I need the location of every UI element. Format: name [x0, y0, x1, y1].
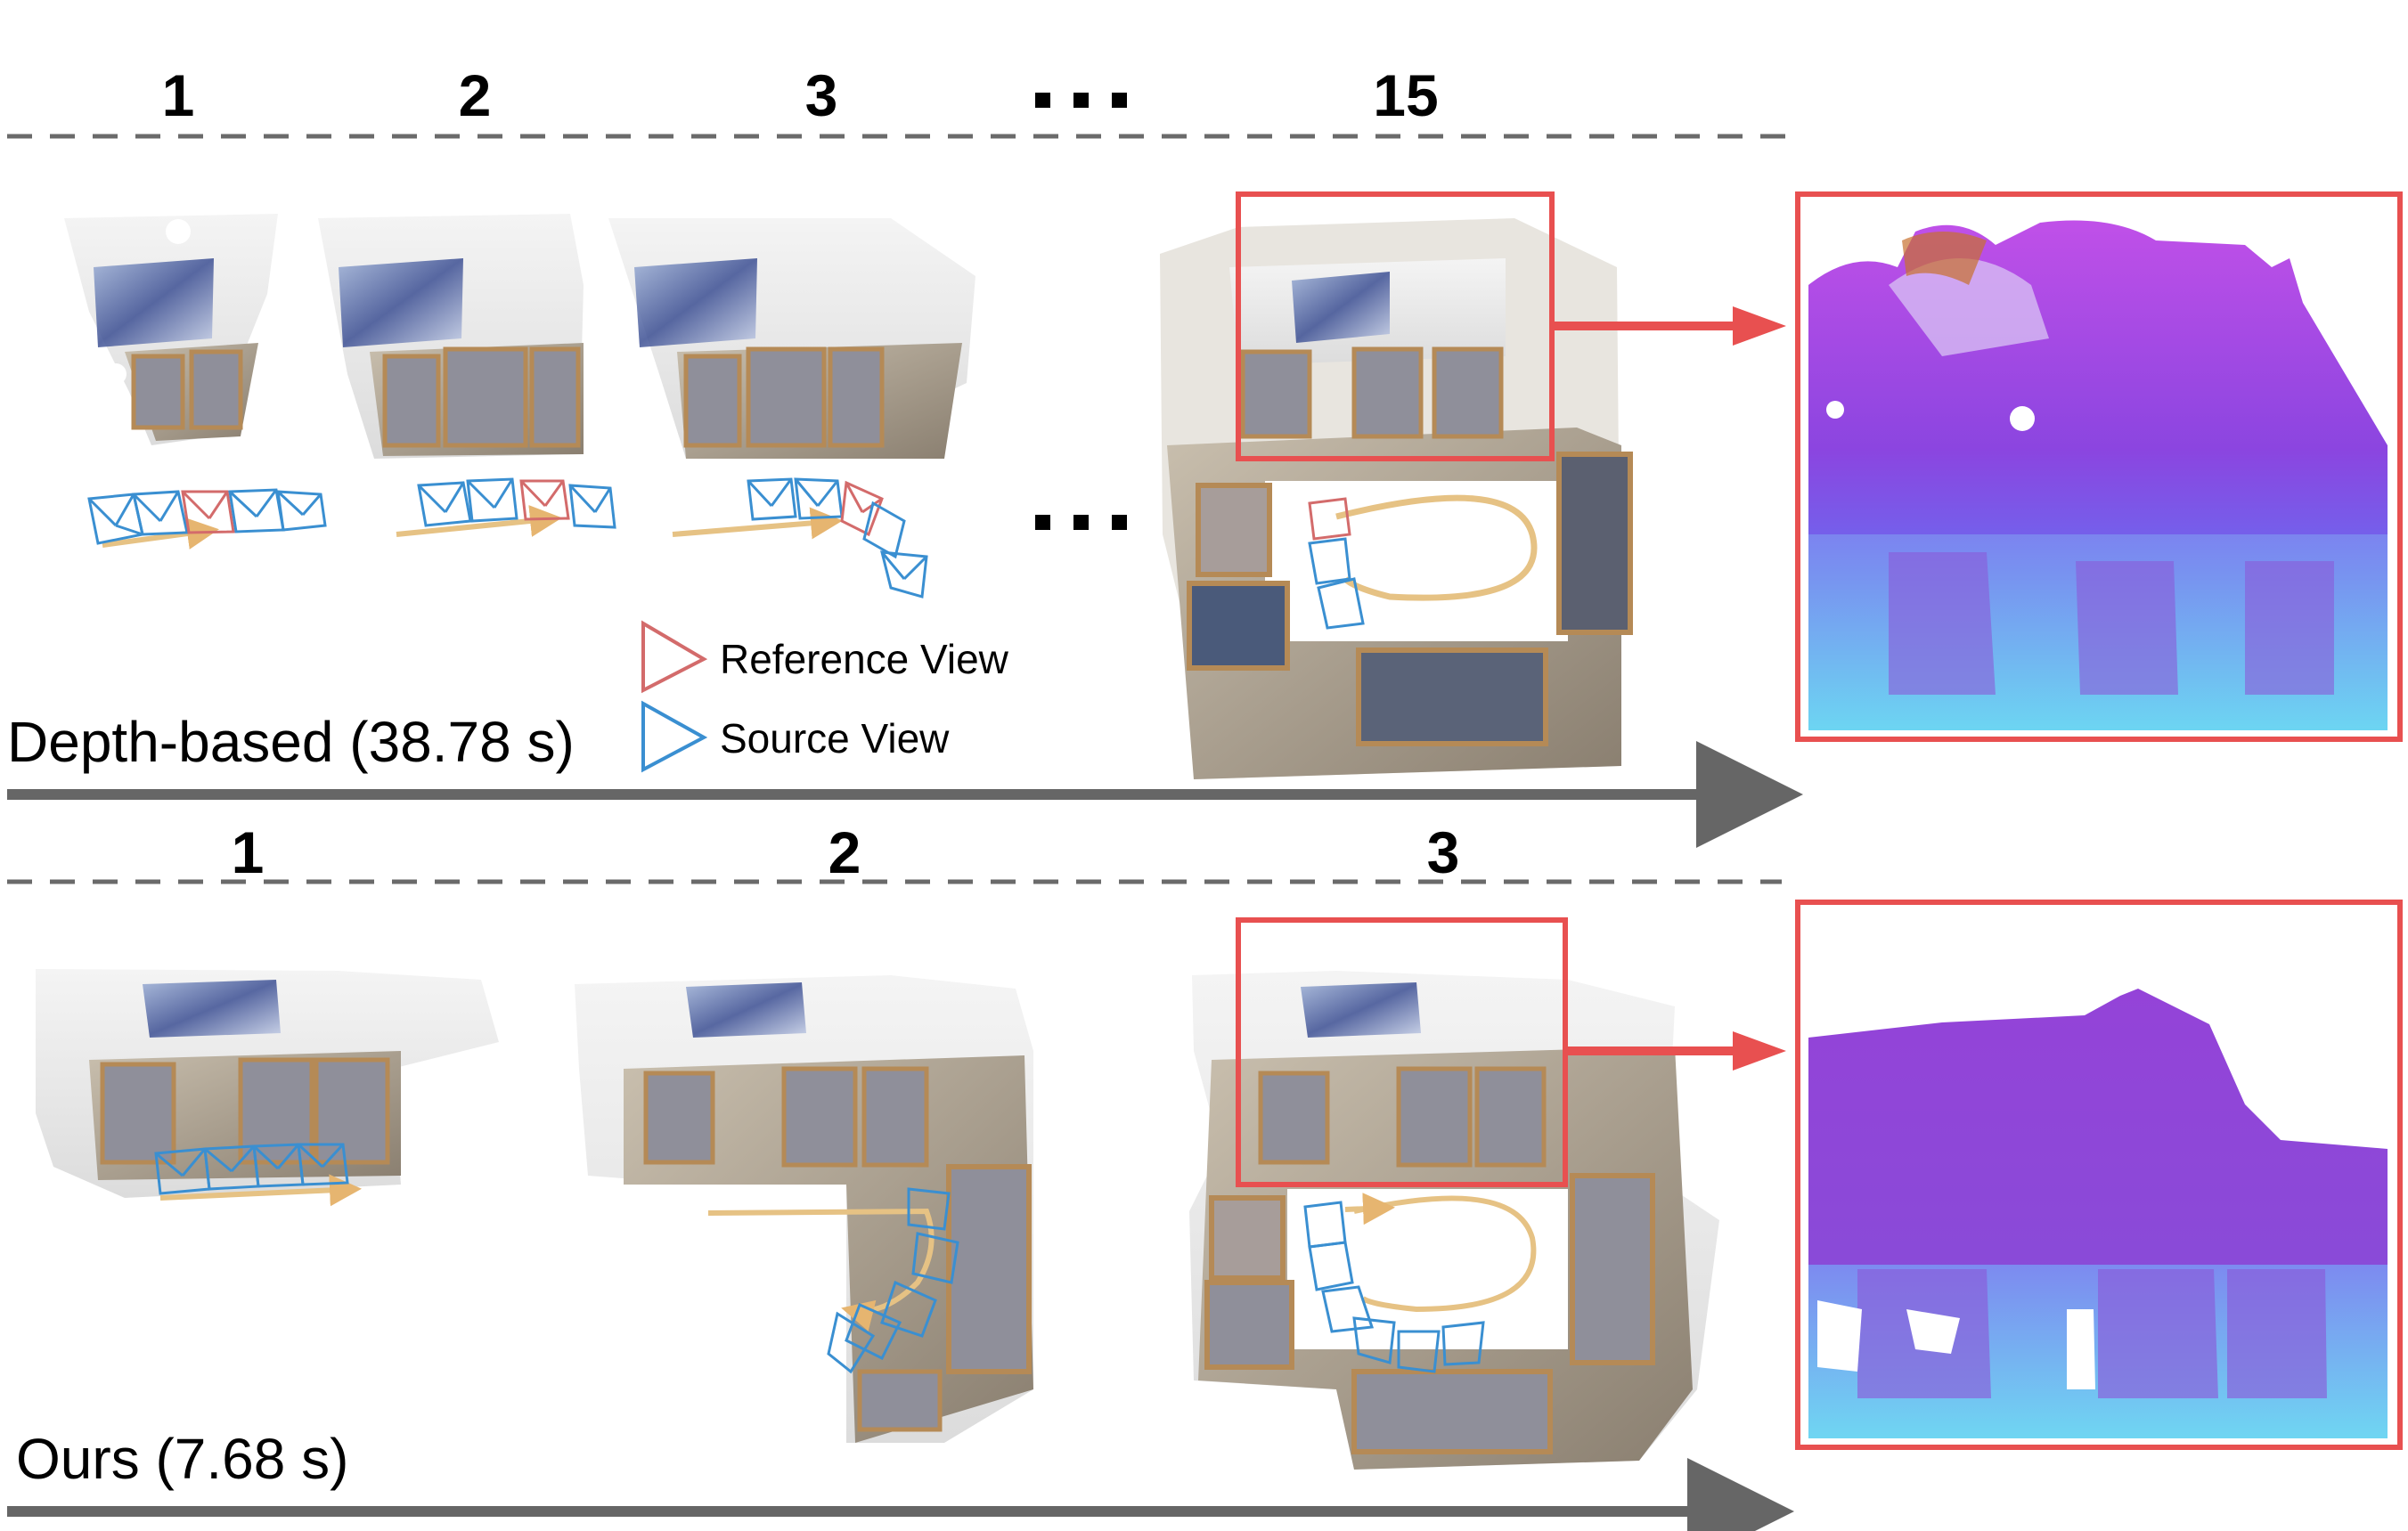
top-frame-3-reconstruction: [608, 218, 975, 459]
top-step-label-3: 3: [805, 62, 838, 128]
legend: Reference View Source View: [641, 620, 1009, 773]
top-step-label-15: 15: [1373, 62, 1438, 128]
top-frame-1-reconstruction: [64, 214, 278, 445]
legend-source-icon: [641, 700, 708, 773]
top-step-ellipsis: [1035, 93, 1127, 108]
legend-reference-label: Reference View: [720, 636, 1009, 682]
top-frame-2-reconstruction: [318, 214, 584, 459]
bottom-frame-3-reconstruction: [1189, 971, 1719, 1470]
top-row-title: Depth-based (38.78 s): [7, 710, 575, 774]
top-step-label-2: 2: [459, 62, 492, 128]
top-mid-ellipsis: [1035, 515, 1127, 530]
top-zoom-arrow: [1552, 306, 1786, 346]
bottom-frame-1-reconstruction: [36, 969, 499, 1207]
bottom-step-label-2: 2: [829, 819, 861, 885]
top-camera-path-1: [87, 488, 327, 550]
bottom-step-label-1: 1: [232, 819, 265, 885]
top-row: 1 2 3 15: [7, 62, 2403, 848]
top-zoom-normal-map: [1795, 191, 2403, 742]
bottom-zoom-arrow: [1565, 1031, 1786, 1071]
bottom-step-label-3: 3: [1427, 819, 1460, 885]
top-step-label-1: 1: [162, 62, 195, 128]
legend-source-label: Source View: [720, 715, 950, 761]
top-camera-path-2: [396, 477, 616, 537]
top-camera-path-3: [672, 477, 928, 599]
bottom-row-title: Ours (7.68 s): [16, 1427, 348, 1491]
bottom-row: 1 2 3: [7, 819, 2403, 1531]
bottom-zoom-normal-map: [1795, 900, 2403, 1450]
legend-reference-icon: [641, 620, 708, 694]
top-frame-15-reconstruction: [1160, 218, 1633, 779]
bottom-frame-2-reconstruction: [575, 975, 1033, 1443]
